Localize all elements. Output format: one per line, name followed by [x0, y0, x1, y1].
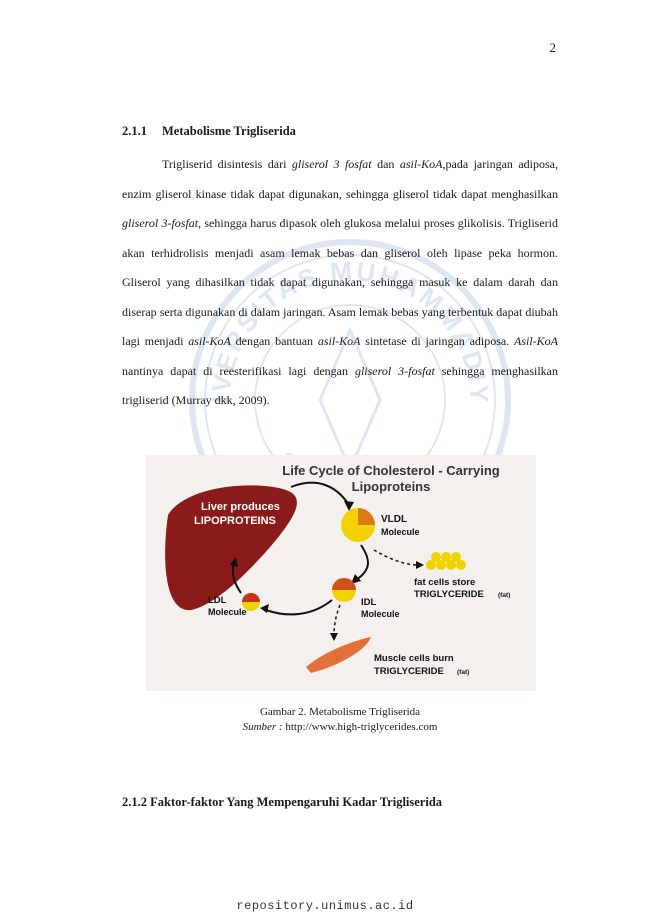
liver-label-line1: Liver produces	[201, 501, 280, 513]
idl-label-line1: IDL	[361, 597, 377, 608]
italic-term: asil-KoA	[317, 334, 361, 348]
section-heading-faktor: 2.1.2 Faktor-faktor Yang Mempengaruhi Ka…	[122, 795, 443, 809]
italic-term: gliserol 3-fosfat	[122, 216, 199, 230]
fat-label-line2: TRIGLYCERIDE	[414, 589, 484, 600]
paragraph-text: dengan bantuan	[230, 334, 318, 348]
italic-term: gliserol 3-fosfat	[354, 363, 435, 378]
paragraph-text: nantinya dapat di reesterifikasi lagi de…	[122, 363, 355, 378]
paragraph-text: dan	[371, 157, 400, 171]
ldl-label-line1: LDL	[208, 595, 227, 606]
fat-label-line1: fat cells store	[414, 577, 475, 588]
arrow-liver-to-vldl	[290, 481, 350, 506]
italic-term: gliserol 3 fosfat	[291, 157, 372, 171]
fat-cells-cluster	[426, 552, 466, 570]
vldl-label-line2: Molecule	[381, 527, 420, 537]
liver-label-line2: LIPOPROTEINS	[194, 515, 276, 527]
page-number: 2	[549, 40, 557, 55]
body-paragraph-container: Trigliserid disintesis dari gliserol 3 f…	[122, 150, 558, 416]
arrow-vldl-to-fat	[373, 549, 419, 566]
arrow-idl-to-ldl	[265, 599, 333, 616]
footer-repository: repository.unimus.ac.id	[236, 899, 414, 913]
italic-term: asil-KoA	[188, 334, 231, 348]
muscle-label-line1: Muscle cells burn	[374, 653, 454, 664]
paragraph-text: sehingga menghasilkan trigliserid (Murra…	[122, 363, 558, 408]
section-number: 2.1.1	[122, 124, 147, 138]
section-title: Metabolisme Trigliserida	[162, 124, 296, 138]
figure-caption-title: Gambar 2. Metabolisme Trigliserida	[259, 706, 421, 718]
liver-shape	[165, 485, 297, 611]
arrowhead-vldl	[344, 501, 354, 511]
lipoprotein-figure: Life Cycle of Cholesterol - Carrying Lip…	[146, 455, 536, 691]
vldl-label-line1: VLDL	[381, 514, 407, 525]
lipoprotein-cycle-diagram: Life Cycle of Cholesterol - Carrying Lip…	[165, 463, 510, 677]
source-label: Sumber :	[242, 721, 283, 733]
section-heading-metabolisme: 2.1.1 Metabolisme Trigliserida	[122, 124, 296, 139]
muscle-label-suffix: (fat)	[457, 669, 469, 676]
paragraph-text: sintetase di jaringan adiposa.	[360, 334, 515, 348]
muscle-label-line2: TRIGLYCERIDE	[374, 666, 444, 677]
arrow-vldl-to-idl	[355, 544, 369, 581]
fat-label-suffix: (fat)	[498, 592, 510, 599]
ldl-label-line2: Molecule	[208, 607, 247, 617]
arrow-idl-to-muscle	[333, 604, 341, 636]
paragraph-text: , sehingga harus dipasok oleh glukosa me…	[122, 216, 558, 348]
paragraph-text: ,pada jaringan adiposa, enzim gliserol k…	[122, 157, 559, 201]
source-url: http://www.high-triglycerides.com	[282, 721, 438, 733]
muscle-shape	[306, 637, 371, 673]
idl-label-line2: Molecule	[361, 609, 400, 619]
paragraph-text: Trigliserid disintesis dari	[162, 157, 292, 171]
figure-title-line1: Life Cycle of Cholesterol - Carrying	[282, 463, 499, 478]
figure-title-line2: Lipoproteins	[352, 479, 431, 494]
italic-term: Asil-KoA	[514, 334, 559, 348]
body-paragraph: Trigliserid disintesis dari gliserol 3 f…	[122, 150, 558, 416]
figure-caption-source: Sumber : http://www.high-triglycerides.c…	[122, 721, 558, 733]
italic-term: asil-KoA	[399, 157, 443, 171]
